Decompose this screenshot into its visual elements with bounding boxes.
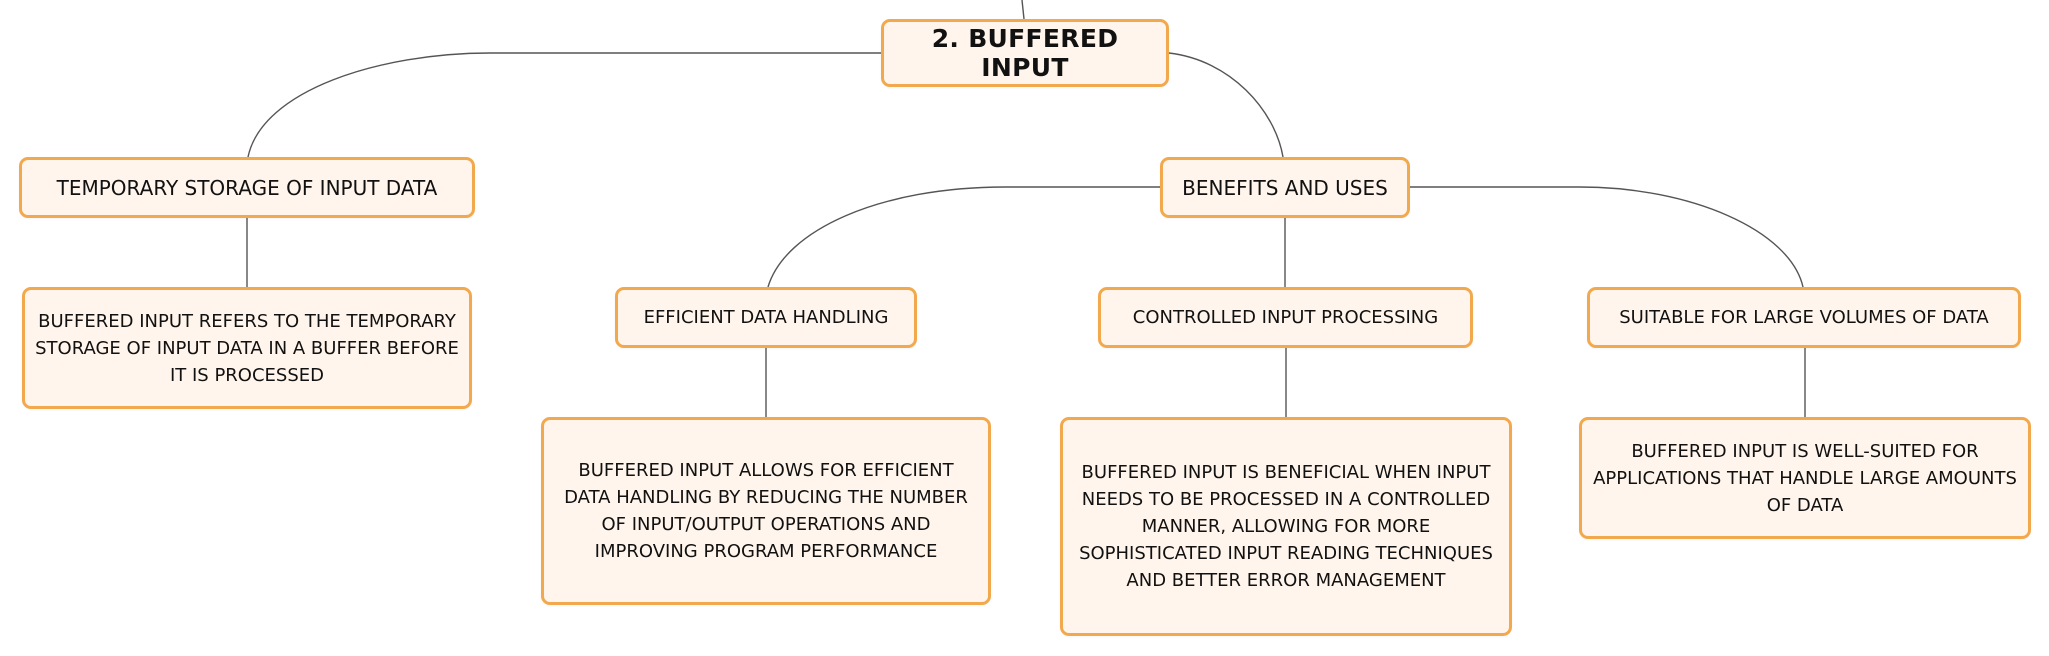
- large-volumes-label: SUITABLE FOR LARGE VOLUMES OF DATA: [1619, 307, 1989, 328]
- temporary-storage-label: TEMPORARY STORAGE OF INPUT DATA: [56, 175, 438, 200]
- efficient-data-handling-label: EFFICIENT DATA HANDLING: [643, 307, 889, 328]
- connector-parent-to-root: [1021, 0, 1025, 20]
- efficient-data-handling-node[interactable]: EFFICIENT DATA HANDLING: [615, 287, 917, 348]
- root-node[interactable]: 2. BUFFERED INPUT: [881, 19, 1169, 87]
- controlled-input-processing-description-text: BUFFERED INPUT IS BENEFICIAL WHEN INPUT …: [1079, 462, 1493, 591]
- large-volumes-description-text: BUFFERED INPUT IS WELL-SUITED FOR APPLIC…: [1593, 440, 2017, 516]
- temporary-storage-description-text: BUFFERED INPUT REFERS TO THE TEMPORARY S…: [35, 310, 459, 386]
- temporary-storage-node[interactable]: TEMPORARY STORAGE OF INPUT DATA: [19, 157, 475, 218]
- large-volumes-node[interactable]: SUITABLE FOR LARGE VOLUMES OF DATA: [1587, 287, 2021, 348]
- efficient-data-handling-description[interactable]: BUFFERED INPUT ALLOWS FOR EFFICIENT DATA…: [541, 417, 991, 605]
- benefits-node[interactable]: BENEFITS AND USES: [1160, 157, 1410, 218]
- efficient-data-handling-description-text: BUFFERED INPUT ALLOWS FOR EFFICIENT DATA…: [564, 460, 968, 562]
- connector-benefits-to-large-volumes: [1410, 186, 1804, 288]
- benefits-label: BENEFITS AND USES: [1182, 175, 1388, 200]
- connector-root-to-temporary-storage: [247, 52, 881, 158]
- controlled-input-processing-label: CONTROLLED INPUT PROCESSING: [1132, 307, 1439, 328]
- controlled-input-processing-node[interactable]: CONTROLLED INPUT PROCESSING: [1098, 287, 1473, 348]
- connector-benefits-to-efficient: [767, 186, 1160, 288]
- root-node-label: 2. BUFFERED INPUT: [931, 24, 1119, 82]
- controlled-input-processing-description[interactable]: BUFFERED INPUT IS BENEFICIAL WHEN INPUT …: [1060, 417, 1512, 636]
- connector-root-to-benefits: [1168, 52, 1284, 158]
- temporary-storage-description[interactable]: BUFFERED INPUT REFERS TO THE TEMPORARY S…: [22, 287, 472, 409]
- large-volumes-description[interactable]: BUFFERED INPUT IS WELL-SUITED FOR APPLIC…: [1579, 417, 2031, 539]
